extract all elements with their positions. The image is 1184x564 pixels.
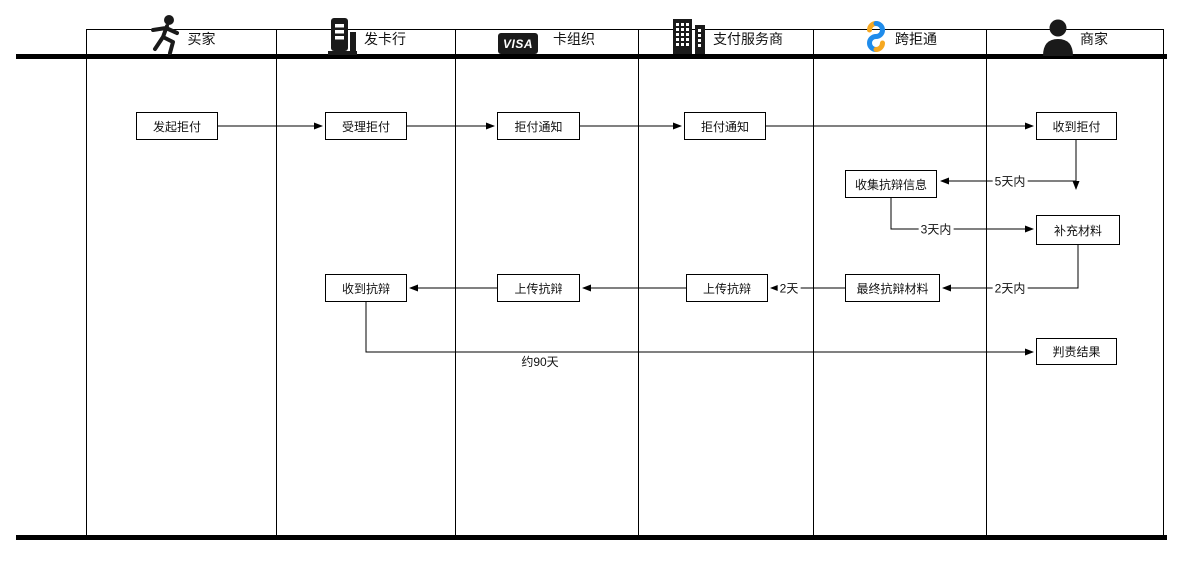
label-5-days: 5天内: [992, 172, 1028, 190]
lane-header-card-org: VISA 卡组织: [455, 12, 638, 56]
node-upload-defense-psp: 上传抗辩: [686, 274, 768, 302]
node-receive-chargeback: 收到拒付: [1036, 112, 1117, 140]
visa-logo: VISA: [498, 33, 538, 54]
s-swirl-logo: [862, 20, 890, 56]
node-initiate-chargeback: 发起拒付: [136, 112, 218, 140]
lane-header-kuajutong: 跨拒通: [813, 12, 986, 56]
lane-header-psp: 支付服务商: [638, 12, 813, 56]
person-icon: [1041, 18, 1075, 56]
walking-person-icon: [147, 14, 183, 56]
lane-divider: [86, 29, 87, 537]
lane-label-merchant: 商家: [1080, 31, 1108, 47]
city-buildings-icon: [668, 16, 708, 56]
node-final-defense-materials: 最终抗辩材料: [845, 274, 940, 302]
lane-label-issuer: 发卡行: [364, 31, 406, 47]
node-receive-defense: 收到抗辩: [325, 274, 407, 302]
node-collect-defense-info: 收集抗辩信息: [845, 170, 937, 198]
bank-building-icon: [325, 16, 359, 56]
node-verdict-result: 判责结果: [1036, 338, 1117, 365]
lane-label-buyer: 买家: [187, 31, 216, 47]
top-thick-divider: [16, 54, 1167, 59]
lane-header-issuer: 发卡行: [276, 12, 455, 56]
node-upload-defense-card-org: 上传抗辩: [497, 274, 580, 302]
lane-divider: [638, 29, 639, 537]
bottom-thick-divider: [16, 535, 1167, 540]
lane-divider: [813, 29, 814, 537]
lane-divider: [455, 29, 456, 537]
node-supplement-materials: 补充材料: [1036, 215, 1120, 245]
label-3-days: 3天内: [918, 220, 954, 238]
lane-divider: [986, 29, 987, 537]
node-chargeback-notice-card-org: 拒付通知: [497, 112, 580, 140]
label-2-days-within: 2天内: [992, 279, 1028, 297]
node-accept-chargeback: 受理拒付: [325, 112, 407, 140]
lane-header-merchant: 商家: [986, 12, 1163, 56]
lane-divider: [1163, 29, 1164, 537]
node-chargeback-notice-psp: 拒付通知: [684, 112, 766, 140]
lane-divider: [276, 29, 277, 537]
header-top-border: [86, 29, 1163, 30]
lane-header-buyer: 买家: [86, 12, 276, 56]
label-90-days: 约90天: [521, 355, 559, 369]
lane-label-card-org: 卡组织: [553, 31, 595, 47]
lane-label-psp: 支付服务商: [713, 31, 783, 47]
lane-label-kuajutong: 跨拒通: [895, 31, 937, 47]
label-2-days: 2天: [777, 279, 801, 297]
